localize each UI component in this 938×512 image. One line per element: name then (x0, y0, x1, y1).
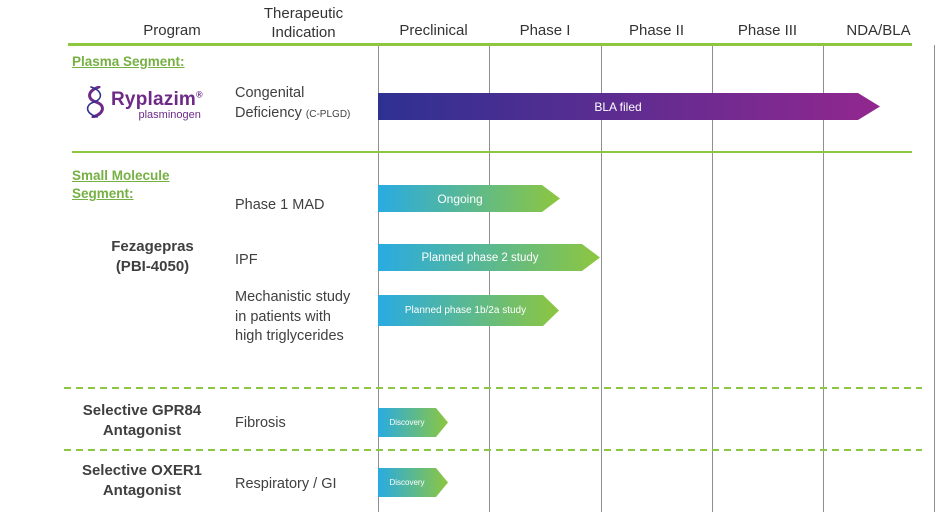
ryplazim-logo: Ryplazim® plasminogen (84, 85, 203, 123)
dashed-divider-line (64, 387, 922, 389)
planned-phase1b2a-bar: Planned phase 1b/2a study (378, 295, 559, 326)
indication-mechanistic-study: Mechanistic study in patients with high … (235, 289, 351, 345)
indication-fibrosis: Fibrosis (235, 415, 286, 431)
indication-phase1-mad: Phase 1 MAD (235, 197, 325, 213)
column-divider (823, 45, 824, 512)
indication-congenital-deficiency: Congenital Deficiency (C-PLGD) (235, 85, 351, 121)
dashed-divider-line (64, 449, 922, 451)
discovery-bar-gpr84: Discovery (378, 408, 448, 437)
column-header-preclinical: Preclinical (399, 22, 468, 39)
column-header-phase-ii: Phase II (628, 22, 685, 39)
discovery-bar-oxer1: Discovery (378, 468, 448, 497)
column-divider (934, 45, 935, 512)
program-gpr84-antagonist: Selective GPR84 Antagonist (82, 402, 202, 439)
column-header-phase-iii: Phase III (737, 22, 798, 39)
plasma-segment-label: Plasma Segment: (72, 54, 185, 69)
column-divider (712, 45, 713, 512)
registered-mark: ® (196, 89, 203, 100)
ryplazim-logo-icon (84, 85, 106, 123)
column-divider (378, 45, 379, 512)
planned-phase2-bar: Planned phase 2 study (378, 244, 600, 271)
column-divider (489, 45, 490, 512)
column-header-phase-i: Phase I (519, 22, 571, 39)
ryplazim-wordmark: Ryplazim® plasminogen (111, 88, 203, 121)
program-oxer1-antagonist: Selective OXER1 Antagonist (81, 462, 203, 499)
indication-ipf: IPF (235, 252, 258, 268)
program-fezagepras: Fezagepras (PBI-4050) (111, 238, 194, 275)
header-underline (68, 43, 912, 46)
column-header-program: Program (143, 22, 201, 39)
bla-filed-bar: BLA filed (378, 93, 880, 120)
segment-divider-line (72, 151, 912, 153)
ongoing-bar: Ongoing (378, 185, 560, 212)
column-divider (601, 45, 602, 512)
indication-respiratory-gi: Respiratory / GI (235, 476, 337, 492)
small-molecule-segment-label: Small Molecule Segment: (72, 168, 170, 202)
column-header-nda-bla: NDA/BLA (846, 22, 911, 39)
column-header-therapeutic-indication: Therapeutic Indication (263, 5, 344, 41)
ryplazim-subtitle: plasminogen (138, 108, 201, 121)
